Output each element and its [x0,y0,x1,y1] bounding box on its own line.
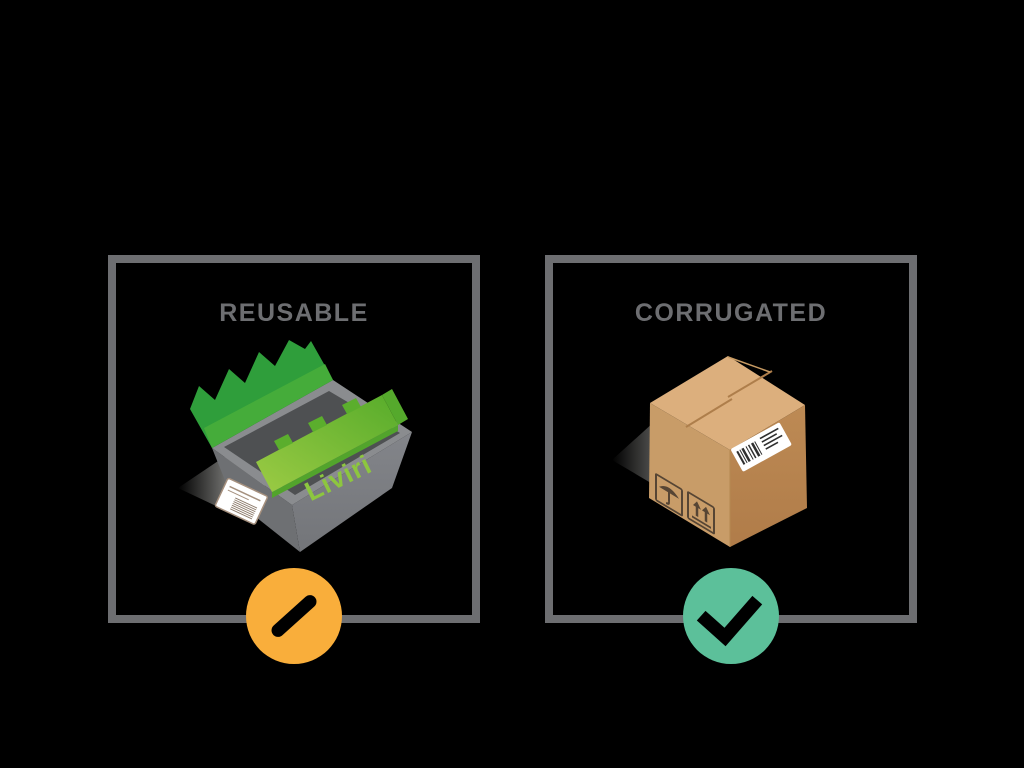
tote-front-lid-endcap [382,389,408,425]
box-top-face [650,356,805,450]
panel-reusable: REUSABLE [108,255,480,664]
keep-dry-umbrella-icon [655,473,683,517]
tote-front-lid-edge [272,425,398,498]
this-side-up-arrows-icon [687,491,715,535]
box-flap-seam [685,370,773,428]
tote-lid-tab-2 [308,416,327,432]
box-barcode-label [731,422,792,472]
tote-lid-tab-1 [274,434,293,450]
box-left-face [649,403,730,547]
liviri-tote-icon: Liviri [178,340,412,552]
box-flap-crease [727,356,771,373]
check-glyph [696,595,763,647]
tote-back-lid-highlight [204,364,333,448]
panel-corrugated: CORRUGATED [545,255,917,664]
tote-front-lid [256,395,398,492]
tote-lid-tab-3 [342,398,361,414]
panel-title-corrugated: CORRUGATED [634,299,828,327]
reusable-tote-illustration: Liviri [170,340,430,560]
check-badge-icon [683,568,779,664]
panel-title-reusable: REUSABLE [219,299,369,327]
corrugated-box-illustration [610,350,860,560]
slash-glyph [271,595,317,637]
cardboard-box-icon [612,356,807,547]
slash-badge-icon [246,568,342,664]
tote-right-face [292,432,412,552]
tote-shipping-label [214,477,268,525]
